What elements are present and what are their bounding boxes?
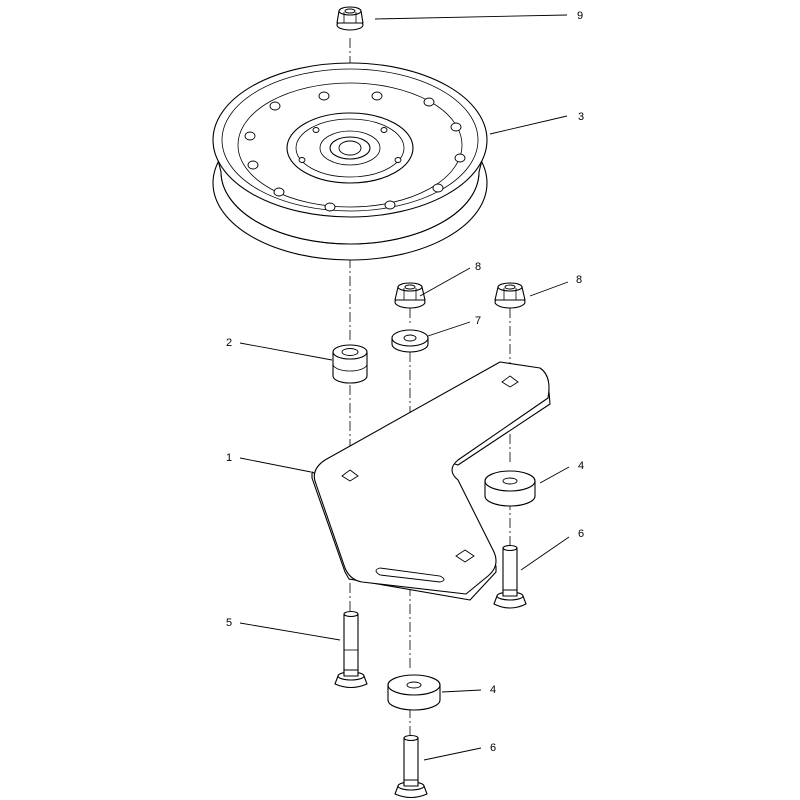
- carriage-bolt-bottom: [394, 734, 428, 799]
- flange-nut-left: [394, 282, 426, 309]
- flat-washer: [391, 329, 429, 353]
- leader-lines: [239, 14, 570, 761]
- carriage-bolt-right: [493, 544, 527, 609]
- flange-nut-right: [494, 282, 526, 309]
- callout-5: 5: [226, 617, 232, 629]
- idler-bracket: [311, 361, 551, 601]
- spacer-bottom: [387, 674, 441, 711]
- callout-8-right: 8: [576, 274, 582, 286]
- callout-4-right: 4: [578, 460, 584, 472]
- callout-8-left: 8: [475, 261, 481, 273]
- spacer-right: [484, 470, 536, 507]
- flange-nut-top: [336, 6, 364, 31]
- callout-4-bottom: 4: [490, 684, 496, 696]
- callout-6-right: 6: [578, 528, 584, 540]
- shoulder-bolt: [334, 610, 368, 689]
- callout-9: 9: [577, 10, 583, 22]
- callout-3: 3: [578, 111, 584, 123]
- callout-6-bottom: 6: [490, 742, 496, 754]
- callout-2: 2: [226, 337, 232, 349]
- idler-pulley: [212, 62, 488, 261]
- callout-1: 1: [226, 452, 232, 464]
- callouts: 9 3 8 8 7 2 1 4 6 5 4 6: [226, 10, 584, 754]
- callout-7: 7: [475, 315, 481, 327]
- spacer: [332, 344, 368, 384]
